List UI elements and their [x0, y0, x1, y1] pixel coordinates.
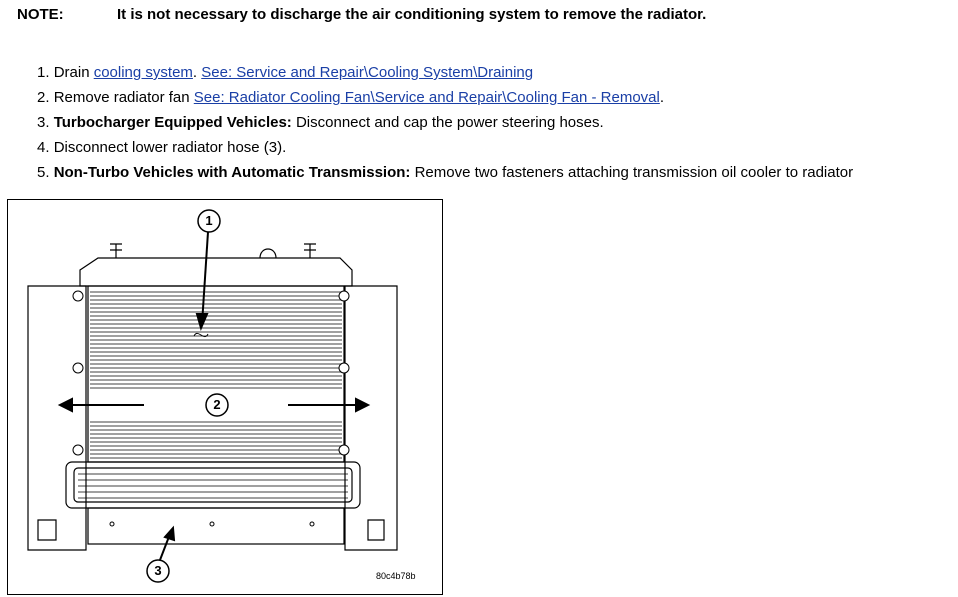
oil-cooler [65, 461, 361, 509]
step-text: . [192, 64, 202, 81]
note-label: NOTE: [17, 6, 64, 23]
note-text: It is not necessary to discharge the air… [117, 6, 707, 23]
step-condition: Non-Turbo Vehicles with Automatic Transm… [53, 164, 411, 181]
step-text: Remove two fasteners attaching transmiss… [410, 164, 854, 181]
core-fins [78, 291, 348, 499]
lower-tank [87, 507, 345, 545]
step-condition: Turbocharger Equipped Vehicles: [53, 114, 292, 131]
callout-1-label: 1 [205, 213, 213, 228]
step-4: 4. Disconnect lower radiator hose (3). [37, 135, 853, 160]
left-shroud [27, 285, 87, 551]
cooling-system-link[interactable]: cooling system [93, 64, 193, 81]
upper-tank [79, 257, 353, 287]
step-number: 1. [37, 64, 50, 81]
step-number: 4. [37, 139, 50, 156]
step-2: 2. Remove radiator fan See: Radiator Coo… [37, 85, 853, 110]
step-number: 3. [37, 114, 50, 131]
step-text: Remove radiator fan [53, 89, 194, 106]
figure-id: 80c4b78b [376, 571, 416, 581]
step-text: Disconnect and cap the power steering ho… [291, 114, 604, 131]
radiator-diagram [27, 209, 398, 583]
step-number: 5. [37, 164, 50, 181]
step-5: 5. Non-Turbo Vehicles with Automatic Tra… [37, 160, 853, 185]
step-text: Drain [53, 64, 94, 81]
steps-list: 1. Drain cooling system. See: Service an… [37, 60, 853, 185]
step-number: 2. [37, 89, 50, 106]
callout-2-label: 2 [213, 397, 221, 412]
radiator-figure: 1 2 3 80c4b78b [7, 199, 443, 595]
step-1: 1. Drain cooling system. See: Service an… [37, 60, 853, 85]
step-3: 3. Turbocharger Equipped Vehicles: Disco… [37, 110, 853, 135]
cooling-fan-removal-link[interactable]: See: Radiator Cooling Fan\Service and Re… [193, 89, 660, 106]
right-shroud [344, 285, 398, 551]
draining-link[interactable]: See: Service and Repair\Cooling System\D… [201, 64, 534, 81]
radiator-core [87, 285, 345, 463]
step-text: Disconnect lower radiator hose (3). [53, 139, 287, 156]
step-text: . [659, 89, 665, 106]
callout-1-leader [201, 231, 209, 325]
callout-3-label: 3 [154, 563, 162, 578]
